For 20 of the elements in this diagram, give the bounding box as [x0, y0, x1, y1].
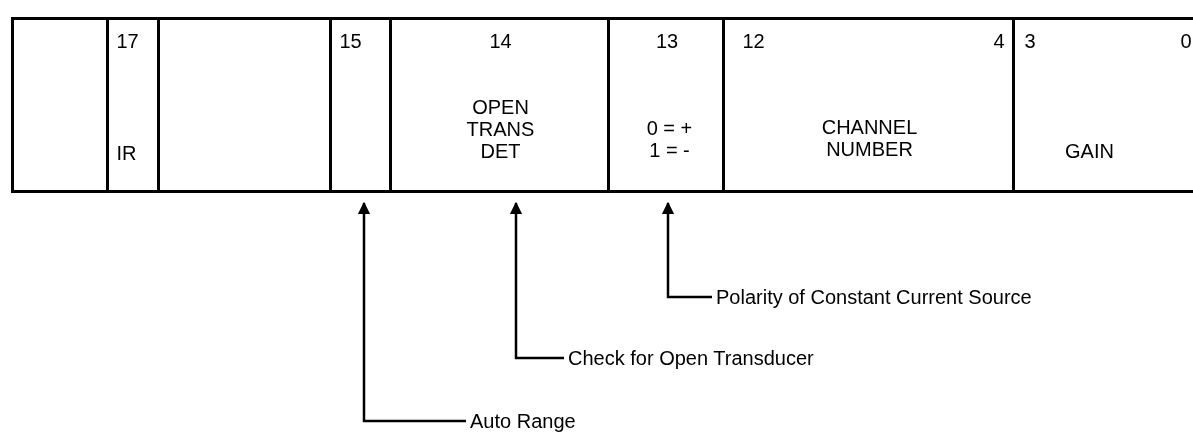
bit-number: 3 — [1024, 30, 1037, 52]
annotation-text: Check for Open Transducer — [568, 346, 814, 370]
field-label: 0 = + 1 = - — [645, 117, 694, 161]
field-label: GAIN — [1064, 140, 1115, 162]
bit-number: 4 — [992, 30, 1005, 52]
field-label: OPEN TRANS DET — [465, 96, 536, 162]
leader-arrow — [661, 201, 712, 299]
field-label: IR — [116, 142, 138, 164]
bit-number: 12 — [742, 30, 766, 52]
empty-bit-field — [10, 17, 109, 193]
bit-number: 0 — [1179, 30, 1192, 52]
bit-number: 13 — [654, 30, 680, 52]
bit-number: 14 — [488, 30, 513, 52]
field-label: CHANNEL NUMBER — [820, 116, 919, 160]
leader-arrow — [357, 201, 466, 423]
bit-number: 15 — [339, 30, 363, 52]
annotation-text: Auto Range — [470, 409, 576, 433]
bit-number: 17 — [116, 30, 140, 52]
annotation-text: Polarity of Constant Current Source — [716, 285, 1032, 309]
leader-arrow — [509, 201, 564, 360]
